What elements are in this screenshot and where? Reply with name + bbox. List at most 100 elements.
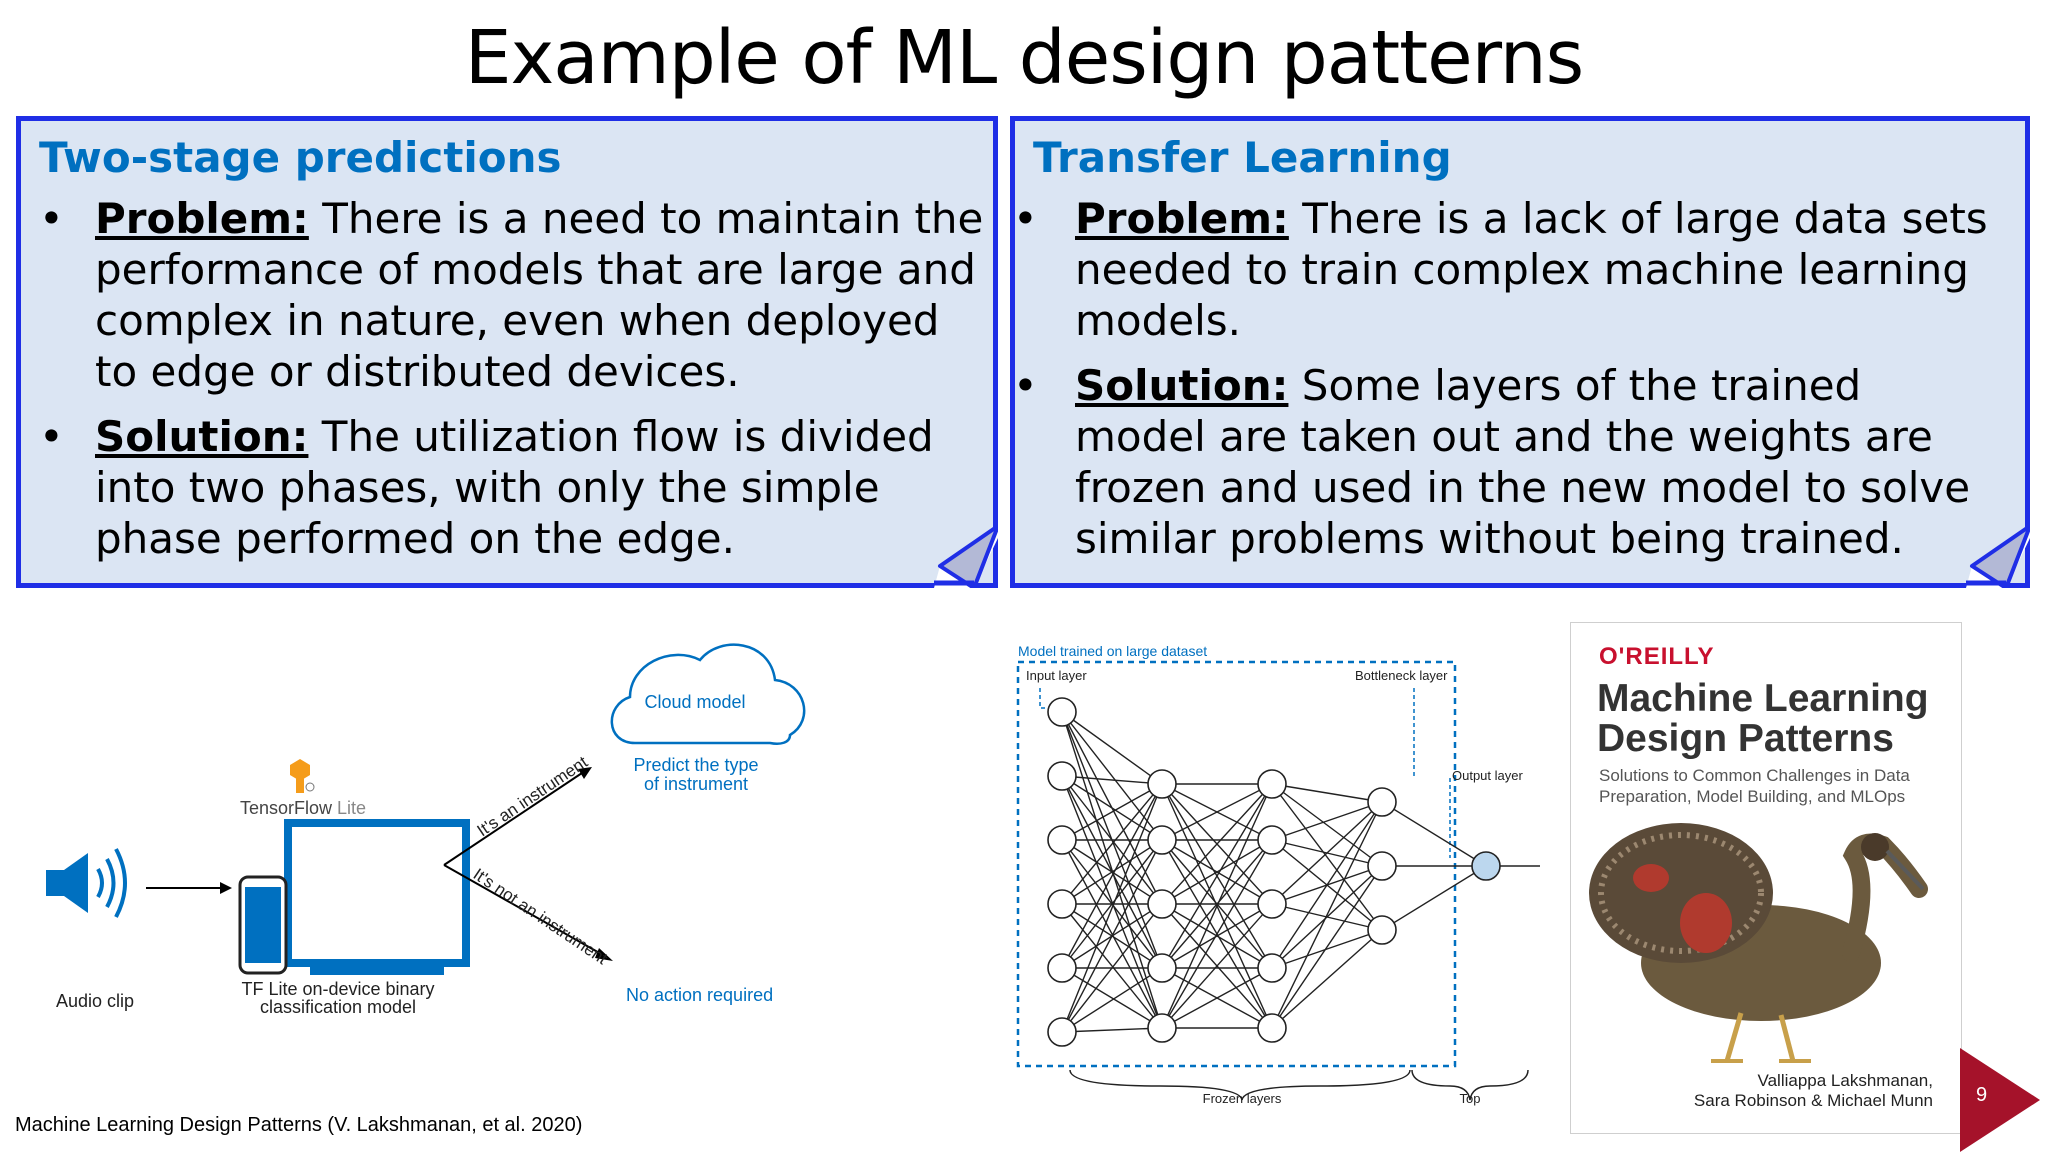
network-edge: [1061, 783, 1163, 841]
network-node: [1047, 761, 1077, 791]
network-edge: [1271, 801, 1383, 969]
solution-text: Some layers of the trained model are tak…: [1075, 361, 1971, 563]
network-edge: [1061, 711, 1163, 841]
network-node: [1047, 825, 1077, 855]
two-stage-predictions-card: Two-stage predictions •Problem: There is…: [16, 116, 998, 588]
publisher-logo: O'REILLY: [1599, 643, 1715, 670]
bullet: •: [1013, 361, 1038, 410]
bullet-list: •Problem: There is a need to maintain th…: [39, 193, 989, 578]
network-edge: [1271, 929, 1383, 969]
two-stage-diagram: Cloud model Predict the type of instrume…: [46, 643, 806, 1017]
problem-item: •Problem: There is a lack of large data …: [1013, 193, 2021, 346]
network-edge: [1161, 903, 1273, 969]
network-edge: [1271, 801, 1383, 1029]
branch-no-arrow: [443, 864, 604, 956]
cloud-icon: [610, 643, 806, 745]
network-edge: [1061, 783, 1163, 905]
network-edge: [1061, 783, 1163, 1033]
book-authors-line-2: Sara Robinson & Michael Munn: [1693, 1091, 1933, 1110]
network-edge: [1061, 783, 1163, 969]
network-node: [1367, 787, 1397, 817]
book-authors: Valliappa Lakshmanan, Sara Robinson & Mi…: [1694, 1071, 1933, 1111]
output-layer-label: Output layer: [1452, 768, 1523, 783]
bird-illustration: [1589, 823, 1928, 1063]
card-heading: Two-stage predictions: [39, 133, 562, 182]
source-caption: Machine Learning Design Patterns (V. Lak…: [15, 1114, 583, 1136]
bullet: •: [39, 194, 64, 243]
network-edge: [1271, 783, 1383, 867]
book-cover: O'REILLY Machine Learning Design Pattern…: [1570, 622, 1962, 1134]
network-edge: [1061, 839, 1163, 969]
solution-term: Solution:: [1075, 361, 1289, 410]
network-edge: [1061, 839, 1163, 1033]
solution-item: • Solution: Some layers of the trained mo…: [1013, 360, 2021, 564]
network-node: [1257, 1013, 1287, 1043]
problem-item: •Problem: There is a need to maintain th…: [39, 193, 989, 397]
network-edge: [1061, 775, 1163, 841]
network-edge: [1271, 783, 1383, 931]
book-title-line-1: Machine Learning: [1597, 677, 1929, 720]
top-brace: [1411, 1069, 1529, 1101]
network-edge: [1161, 967, 1273, 1029]
bullet: •: [39, 412, 64, 461]
frozen-layers-label: Frozen layers: [1203, 1091, 1282, 1106]
audio-clip-label: Audio clip: [56, 991, 134, 1011]
input-layer-label: Input layer: [1026, 668, 1087, 683]
device-label-2: classification model: [260, 997, 416, 1017]
predict-label-1: Predict the type: [633, 755, 758, 775]
card-heading: Transfer Learning: [1033, 133, 1452, 182]
solution-text: The utilization flow is divided into two…: [95, 412, 934, 563]
network-edge: [1061, 967, 1163, 1033]
problem-term: Problem:: [1075, 194, 1289, 243]
network-edge: [1161, 783, 1273, 905]
model-trained-label: Model trained on large dataset: [1018, 643, 1207, 659]
transfer-learning-card: Transfer Learning • Problem: There is a l…: [1010, 116, 2030, 588]
tensorflow-lite-label: TensorFlow Lite: [240, 798, 366, 818]
transfer-learning-diagram: Model trained on large dataset Input lay…: [1016, 643, 1540, 1106]
network-edge: [1061, 711, 1163, 785]
network-node: [1257, 825, 1287, 855]
network-edge: [1161, 839, 1273, 1029]
frozen-brace: [1069, 1069, 1411, 1101]
branch-yes-label: It's an instrument: [474, 752, 592, 840]
book-title-line-2: Design Patterns: [1597, 717, 1894, 760]
network-edge: [1271, 865, 1383, 969]
network-node: [1257, 953, 1287, 983]
tensorflow-logo-icon: [290, 759, 315, 793]
speaker-icon: [46, 848, 127, 918]
network-edge: [1161, 783, 1273, 969]
network-edge: [1061, 839, 1163, 1029]
network-edge: [1061, 775, 1163, 1029]
network-edge: [1161, 839, 1273, 905]
badge-shape: [1960, 1048, 2040, 1152]
network-edge: [1161, 903, 1273, 1029]
problem-term: Problem:: [95, 194, 309, 243]
network-node: [1257, 769, 1287, 799]
network-node: [1047, 697, 1077, 727]
network-edge: [1061, 903, 1163, 1033]
no-action-label: No action required: [626, 985, 773, 1005]
network-edge: [1161, 783, 1273, 1029]
bottleneck-layer-label: Bottleneck layer: [1355, 668, 1448, 683]
network-edge: [1061, 775, 1163, 785]
predict-label-2: of instrument: [644, 774, 748, 794]
solution-term: Solution:: [95, 412, 309, 461]
network-edge: [1271, 929, 1383, 1029]
network-edge: [1161, 783, 1273, 841]
network-edge: [1061, 839, 1163, 905]
network-edge: [1061, 903, 1163, 1029]
network-edge: [1161, 839, 1273, 969]
network-edge: [1271, 801, 1383, 905]
network-edge: [1061, 1027, 1163, 1033]
book-authors-line-1: Valliappa Lakshmanan,: [1757, 1071, 1933, 1090]
network-node: [1047, 953, 1077, 983]
network-edge: [1061, 967, 1163, 1029]
bullet-list: • Problem: There is a lack of large data …: [1013, 193, 2021, 578]
solution-item: • Solution: The utilization flow is divid…: [39, 411, 989, 564]
page-number: 9: [1976, 1084, 1988, 1106]
problem-text: There is a lack of large data sets neede…: [1075, 194, 1988, 345]
network-node: [1367, 915, 1397, 945]
book-subtitle: Solutions to Common Challenges in Data P…: [1599, 766, 1910, 806]
top-label: Top: [1460, 1091, 1481, 1106]
network-node: [1257, 889, 1287, 919]
